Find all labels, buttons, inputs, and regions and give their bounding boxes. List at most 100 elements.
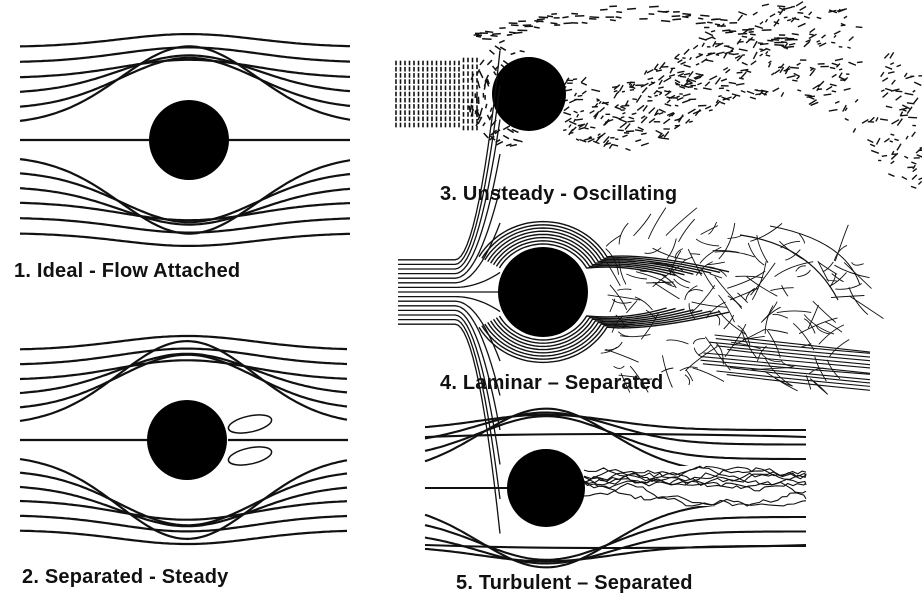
wake-dash <box>511 25 519 26</box>
wake-dash <box>800 7 806 11</box>
streamline <box>425 517 806 560</box>
wake-dash <box>709 76 717 80</box>
wake-dash <box>649 6 659 7</box>
caption-laminar-separated: 4. Laminar – Separated <box>440 372 663 395</box>
wake-dash <box>832 74 837 77</box>
wake-dash <box>797 90 801 91</box>
wake-dash <box>808 95 812 96</box>
wake-dash <box>681 62 686 64</box>
wake-stroke <box>767 329 781 358</box>
wake-dash <box>737 72 743 73</box>
wake-stroke <box>852 262 864 265</box>
wake-dash <box>750 34 756 35</box>
wake-dash <box>777 38 782 39</box>
wake-dash <box>680 76 686 77</box>
wake-dash <box>706 60 714 62</box>
caption-unsteady-oscillating: 3. Unsteady - Oscillating <box>440 183 677 206</box>
wake-dash <box>817 41 820 42</box>
wake-dash <box>630 90 634 91</box>
wake-dash <box>564 107 569 111</box>
wake-dash <box>749 32 754 33</box>
wake-dash <box>810 29 815 33</box>
wake-dash <box>591 89 600 91</box>
wake-dash <box>781 92 783 96</box>
wake-dash <box>585 123 587 127</box>
wake-dash <box>574 111 578 113</box>
wake-dash <box>890 63 894 65</box>
wake-dash <box>616 17 622 18</box>
wake-dash <box>809 12 812 15</box>
wake-dash <box>509 32 516 33</box>
wake-dash <box>748 39 754 40</box>
wake-dash <box>914 98 918 104</box>
wake-dash <box>490 35 497 36</box>
wake-stroke <box>748 243 764 265</box>
wake-dash <box>599 107 604 111</box>
wake-dash <box>589 17 599 18</box>
wake-dash <box>679 86 685 88</box>
wake-dash <box>658 87 663 88</box>
panel-unsteady-oscillating <box>396 2 922 188</box>
wake-dash <box>620 85 624 91</box>
wake-dash <box>597 100 600 101</box>
wake-dash <box>684 73 690 74</box>
wake-dash <box>906 136 908 139</box>
wake-stroke <box>850 296 884 319</box>
streamline <box>20 349 347 365</box>
wake-dash <box>705 82 710 86</box>
streamline <box>425 503 806 568</box>
wake-dash <box>507 35 513 36</box>
streamline <box>20 473 347 526</box>
flow-dash <box>494 72 496 75</box>
wake-dash <box>576 119 583 120</box>
flow-dash <box>481 108 483 114</box>
wake-stroke <box>823 262 834 272</box>
wake-dash <box>747 91 754 94</box>
wake-stroke <box>750 223 782 241</box>
wake-stroke <box>777 311 811 313</box>
wake-stroke <box>716 346 870 361</box>
wake-dash <box>619 119 627 122</box>
wake-dash <box>832 63 838 65</box>
wake-stroke <box>835 225 848 261</box>
wake-dash <box>534 27 540 28</box>
wake-dash <box>751 61 756 65</box>
cylinder <box>147 400 227 480</box>
wake-dash <box>753 41 757 48</box>
wake-dash <box>913 90 916 92</box>
wake-dash <box>678 60 683 63</box>
flow-dash <box>490 108 492 112</box>
flow-dash <box>503 135 509 138</box>
wake-dash <box>614 91 618 92</box>
wake-dash <box>648 96 652 97</box>
wake-dash <box>826 87 832 91</box>
wake-dash <box>492 34 501 35</box>
wake-dash <box>907 103 914 104</box>
wake-stroke <box>700 247 721 263</box>
flow-dash <box>511 53 516 54</box>
wake-dash <box>839 77 844 79</box>
wake-stroke <box>818 261 829 282</box>
wake-dash <box>705 106 711 109</box>
wake-dash <box>844 88 851 90</box>
wake-dash <box>665 92 670 95</box>
wake-dash <box>614 93 617 98</box>
wake-stroke <box>696 239 719 246</box>
wake-dash <box>885 89 891 91</box>
wake-dash <box>620 106 625 108</box>
wake-stroke <box>626 274 647 279</box>
wake-dash <box>598 134 601 136</box>
wake-stroke <box>770 288 793 291</box>
wake-dash <box>637 105 644 110</box>
streamline <box>425 545 806 548</box>
wake-stroke <box>844 262 871 288</box>
wake-dash <box>474 34 480 35</box>
wake-dash <box>711 31 715 32</box>
wake-dash <box>882 156 887 157</box>
wake-dash <box>767 40 773 41</box>
flow-dash <box>500 47 506 50</box>
wake-dash <box>537 19 545 20</box>
wake-dash <box>818 43 822 44</box>
wake-dash <box>834 35 836 37</box>
wake-dash <box>581 83 587 85</box>
